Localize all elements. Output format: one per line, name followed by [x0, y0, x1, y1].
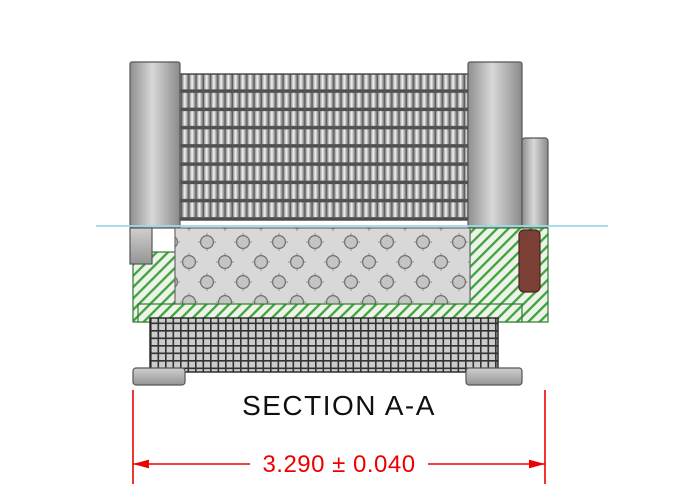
left-arrowhead [133, 459, 149, 469]
right-end-cap [467, 61, 523, 229]
right-fitting [521, 137, 549, 229]
left-cap-rim [129, 227, 153, 265]
perforated-core-tube [174, 227, 471, 307]
right-arrowhead [529, 459, 545, 469]
right-cap-foot [465, 367, 523, 386]
section-title: SECTION A-A [242, 390, 436, 421]
left-cap-foot [132, 367, 186, 386]
left-end-cap [129, 61, 181, 229]
wire-mesh [149, 317, 499, 373]
dimension-value: 3.290 ± 0.040 [262, 451, 416, 478]
pleated-media [177, 73, 469, 221]
o-ring-seal [518, 229, 541, 293]
